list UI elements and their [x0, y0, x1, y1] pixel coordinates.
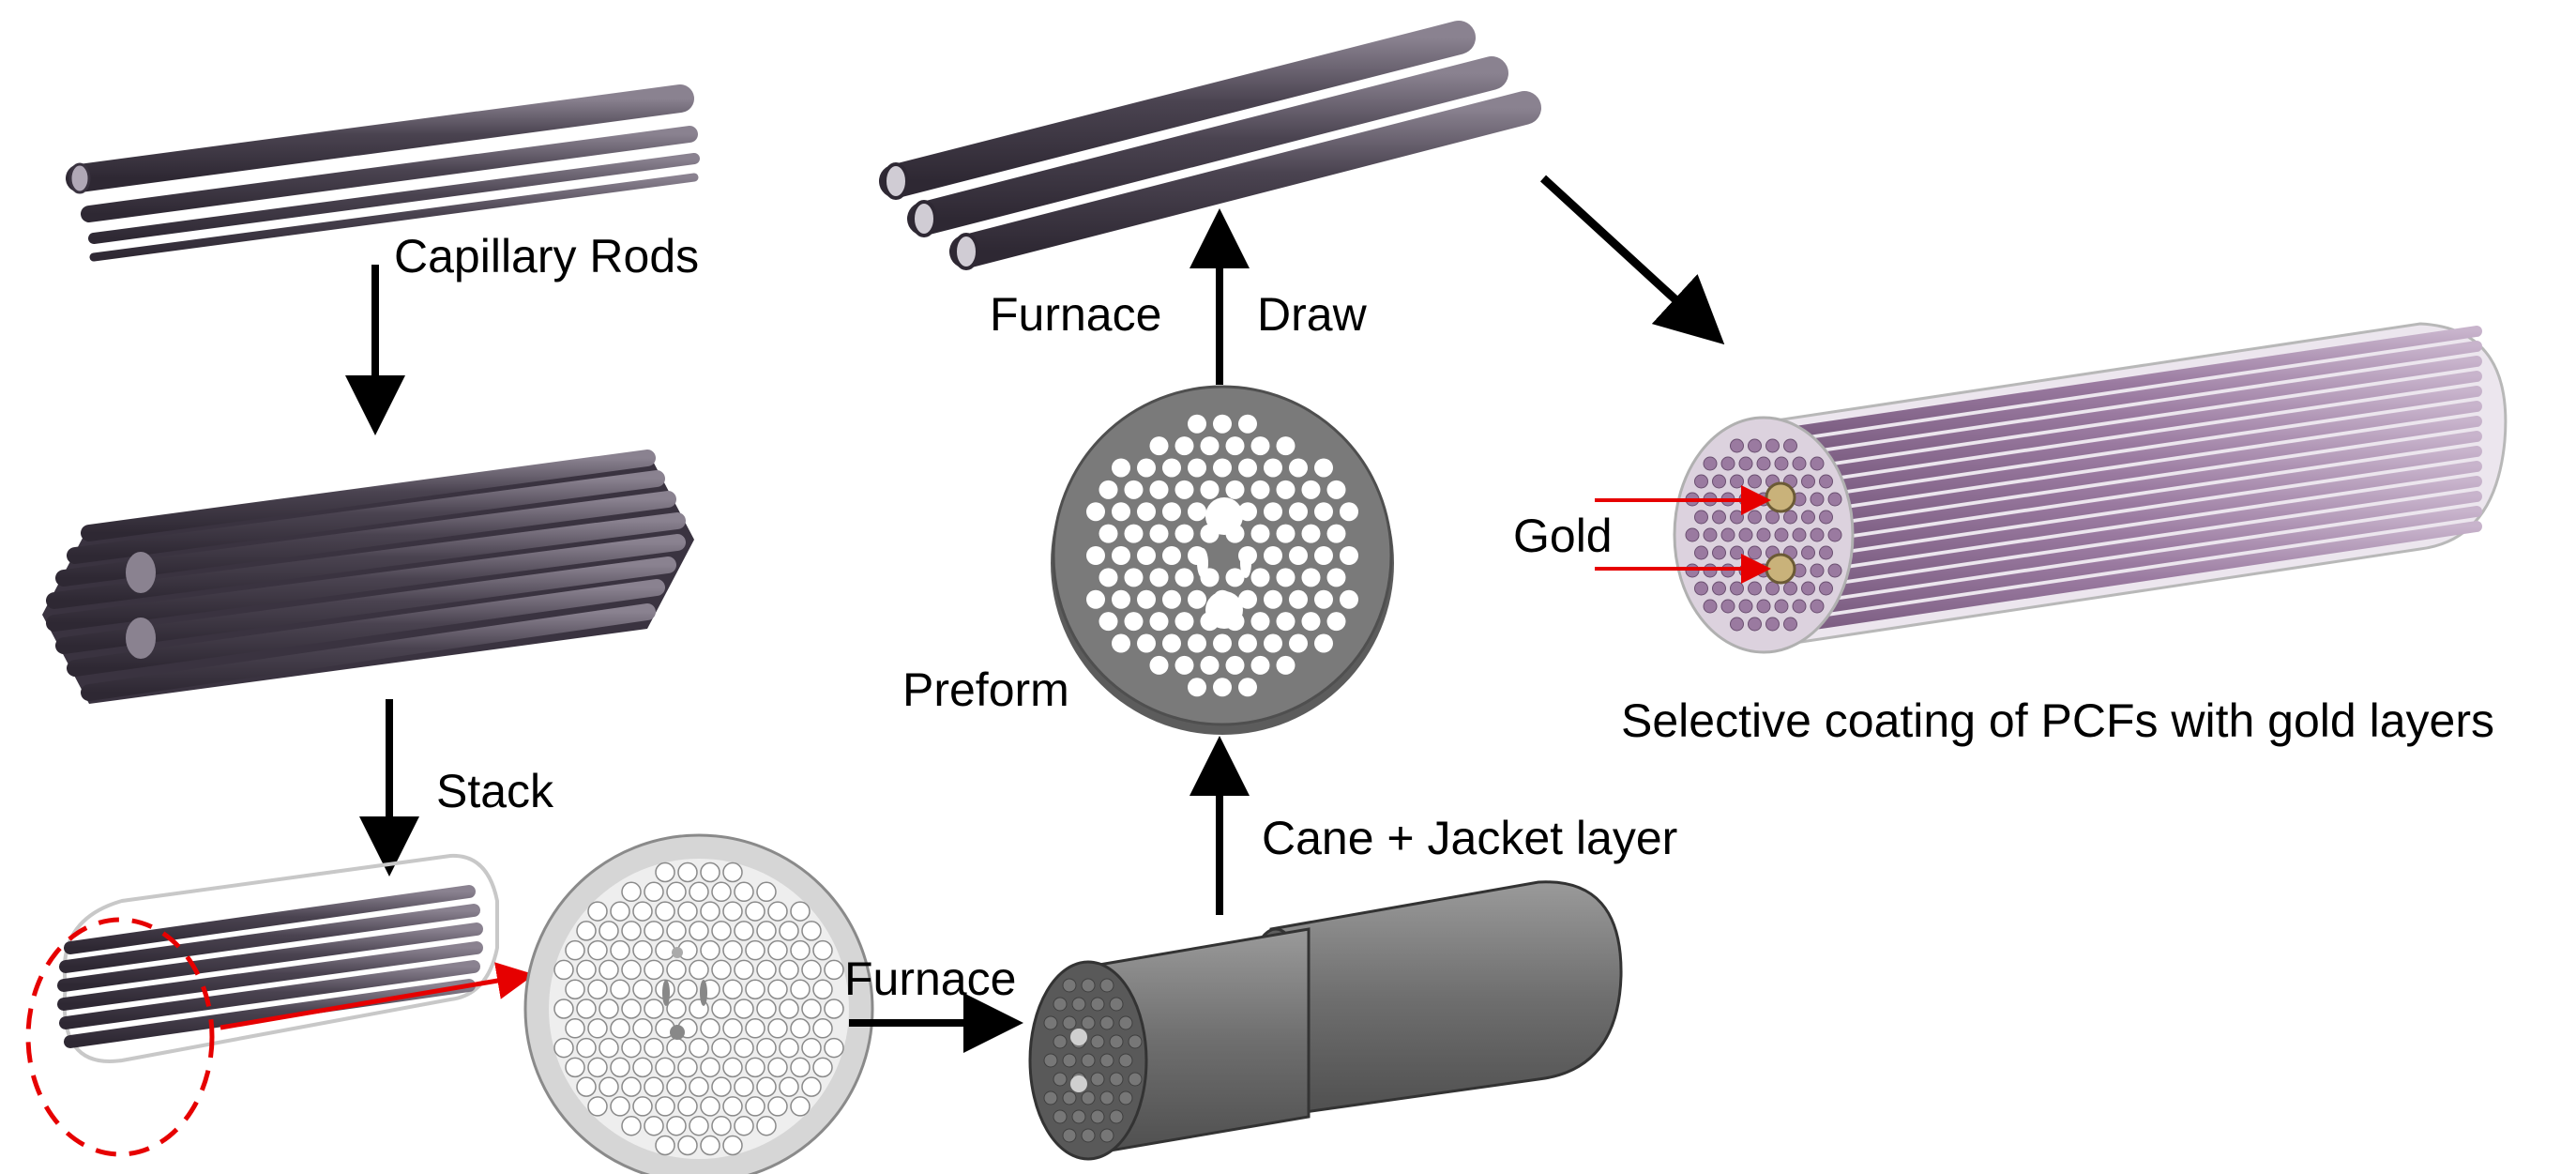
label-furnace-bottom: Furnace — [844, 953, 1016, 1005]
caption: Selective coating of PCFs with gold laye… — [1621, 694, 2494, 747]
label-furnace-top: Furnace — [990, 288, 1161, 341]
label-capillary-rods: Capillary Rods — [394, 230, 699, 282]
red-arrow-to-cross-section — [220, 962, 535, 1030]
stack-cross-section — [523, 833, 874, 1174]
jacketed-bundle — [57, 853, 499, 1063]
arrow-fiber-to-pcf — [1539, 175, 1725, 345]
gold-core-upper — [1765, 481, 1796, 513]
gold-core-lower — [1765, 553, 1796, 585]
label-draw: Draw — [1257, 288, 1368, 341]
capillary-rods — [66, 84, 700, 262]
drawn-fibers — [879, 21, 1541, 270]
label-preform: Preform — [902, 663, 1069, 716]
label-gold: Gold — [1513, 510, 1613, 562]
highlight-circle — [25, 917, 215, 1157]
cane-jacket-cylinder — [1028, 880, 1623, 1161]
label-cane-jacket: Cane + Jacket layer — [1262, 812, 1677, 864]
label-stack: Stack — [436, 765, 554, 817]
gold-coated-pcf — [1673, 322, 2508, 654]
stacked-rod-bundle — [42, 450, 694, 704]
preform-disk — [1051, 385, 1394, 735]
